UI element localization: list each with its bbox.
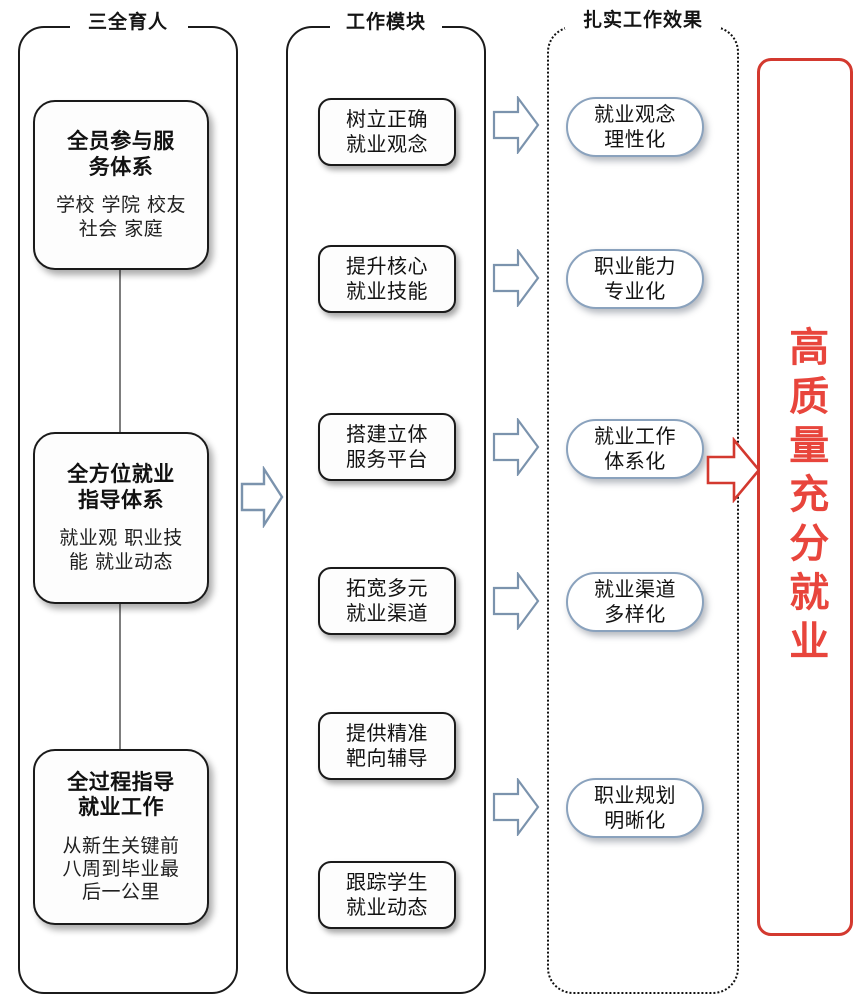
effect-pill-3[interactable]: 就业工作体系化 [566,419,704,479]
effect-pill-5-label: 职业规划明晰化 [594,783,676,832]
module-box-1-label: 树立正确就业观念 [346,107,428,156]
column-title-modules: 工作模块 [345,11,426,33]
effect-pill-1[interactable]: 就业观念理性化 [566,97,704,157]
effect-pill-2-label: 职业能力专业化 [594,254,676,303]
pillar-card-1-subtitle: 学校 学院 校友社会 家庭 [55,194,187,240]
effect-pill-4[interactable]: 就业渠道多样化 [566,572,704,632]
column-title-effects: 扎实工作效果 [582,9,703,31]
pillar-connector-1-2 [119,266,121,432]
module-box-3-label: 搭建立体服务平台 [346,422,428,471]
pillar-connector-2-3 [119,603,121,749]
pillar-card-3-title: 全过程指导就业工作 [67,769,175,820]
column-title-pillars: 三全育人 [87,11,168,33]
effect-pill-2[interactable]: 职业能力专业化 [566,249,704,309]
column-frame-effects [547,26,739,994]
column-frame-modules [286,26,486,994]
module-box-2-label: 提升核心就业技能 [346,254,428,303]
effect-pill-5[interactable]: 职业规划明晰化 [566,778,704,838]
arrow-module-to-effect-5 [492,778,540,836]
outcome-box[interactable]: 高质量充分就业 [757,58,853,936]
arrow-pillars-to-modules [240,466,284,528]
pillar-card-3[interactable]: 全过程指导就业工作 从新生关键前八周到毕业最后一公里 [33,749,209,925]
arrow-module-to-effect-3 [492,418,540,476]
module-box-2[interactable]: 提升核心就业技能 [318,245,456,313]
module-box-1[interactable]: 树立正确就业观念 [318,98,456,166]
column-frame-effects-title-notch [565,20,721,29]
pillar-card-1-title: 全员参与服务体系 [67,129,175,179]
effect-pill-4-label: 就业渠道多样化 [594,577,676,626]
pillar-card-2-subtitle: 就业观 职业技能 就业动态 [59,527,183,573]
module-box-4-label: 拓宽多元就业渠道 [346,576,428,625]
arrow-module-to-effect-2 [492,249,540,307]
arrow-module-to-effect-1 [492,96,540,154]
module-box-5[interactable]: 提供精准靶向辅导 [318,712,456,780]
module-box-5-label: 提供精准靶向辅导 [346,721,428,770]
pillar-card-1[interactable]: 全员参与服务体系 学校 学院 校友社会 家庭 [33,100,209,270]
module-box-6-label: 跟踪学生就业动态 [346,870,428,919]
arrow-module-to-effect-4 [492,572,540,630]
module-box-4[interactable]: 拓宽多元就业渠道 [318,567,456,635]
module-box-3[interactable]: 搭建立体服务平台 [318,413,456,481]
column-frame-pillars-title-notch [70,21,188,30]
pillar-card-3-subtitle: 从新生关键前八周到毕业最后一公里 [62,834,180,904]
column-frame-modules-title-notch [330,21,442,30]
module-box-6[interactable]: 跟踪学生就业动态 [318,861,456,929]
pillar-card-2[interactable]: 全方位就业指导体系 就业观 职业技能 就业动态 [33,432,209,604]
pillar-card-2-title: 全方位就业指导体系 [67,462,175,512]
outcome-box-label: 高质量充分就业 [782,325,829,669]
arrow-effects-to-outcome [706,437,762,503]
effect-pill-3-label: 就业工作体系化 [594,424,676,473]
effect-pill-1-label: 就业观念理性化 [594,102,676,151]
